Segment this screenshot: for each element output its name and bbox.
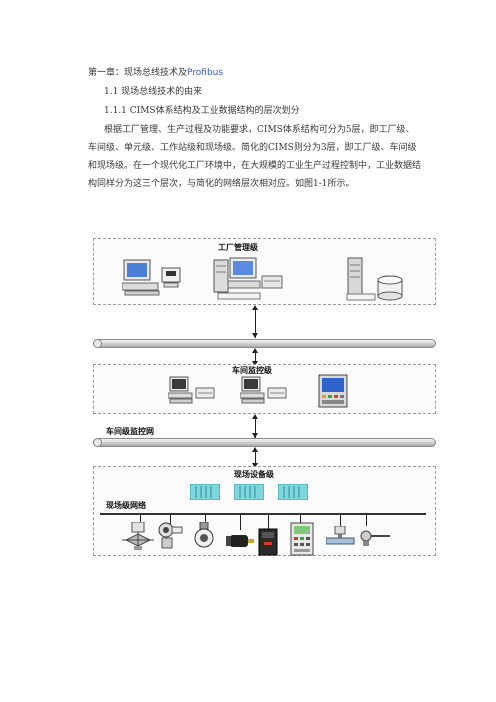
workstation-icon: [240, 376, 288, 408]
chapter-prefix: 第一章：现场总线技术及: [88, 68, 188, 78]
valve-icon: [122, 522, 156, 552]
section-1-1: 1.1 现场总线技术的由来: [104, 87, 203, 97]
sensor-icon: [356, 526, 392, 548]
motor-icon: [226, 530, 256, 552]
plc-rack-icon: [190, 484, 220, 500]
plc-rack-icon: [234, 484, 264, 500]
paragraph-line-3: 和现场级。在一个现代化工厂环境中，在大规模的工业生产过程控制中，工业数据结: [88, 161, 422, 171]
field-network-label: 现场级网络: [106, 501, 146, 510]
factory-bus: [93, 339, 436, 348]
profibus-link[interactable]: Profibus: [187, 68, 224, 78]
operator-panel-icon: [290, 522, 314, 556]
field-network-line: [100, 513, 426, 515]
operator-panel-icon: [318, 374, 348, 408]
database-icon: [346, 256, 406, 302]
paragraph-line-4: 构同样分为这三个层次，与简化的网络层次相对应。如图1-1所示。: [88, 179, 355, 189]
sensor-icon: [326, 526, 356, 552]
chapter-heading: 第一章：现场总线技术及Profibus: [88, 67, 223, 79]
drive-icon: [258, 528, 278, 556]
sensor-icon: [190, 522, 220, 550]
workstation-icon: [122, 258, 184, 298]
sensor-icon: [156, 520, 186, 550]
workshop-level-zone: [93, 364, 436, 414]
field-level-label: 现场设备级: [234, 470, 274, 479]
server-icon: [212, 256, 284, 302]
workshop-network-label: 车间级监控网: [106, 427, 154, 436]
workshop-level-label: 车间监控级: [232, 366, 272, 375]
factory-level-label: 工厂管理级: [218, 243, 258, 252]
paragraph-line-2: 车间级、单元级、工作站级和现场级。简化的CIMS则分为3层，即工厂级、车间级: [88, 143, 417, 153]
workshop-network-bus: [93, 438, 436, 447]
workstation-icon: [168, 376, 216, 408]
paragraph-line-1: 根据工厂管理、生产过程及功能要求，CIMS体系结构可分为5层，即工厂级、: [104, 125, 415, 135]
plc-rack-icon: [278, 484, 308, 500]
section-1-1-1: 1.1.1 CIMS体系结构及工业数据结构的层次划分: [104, 106, 300, 116]
